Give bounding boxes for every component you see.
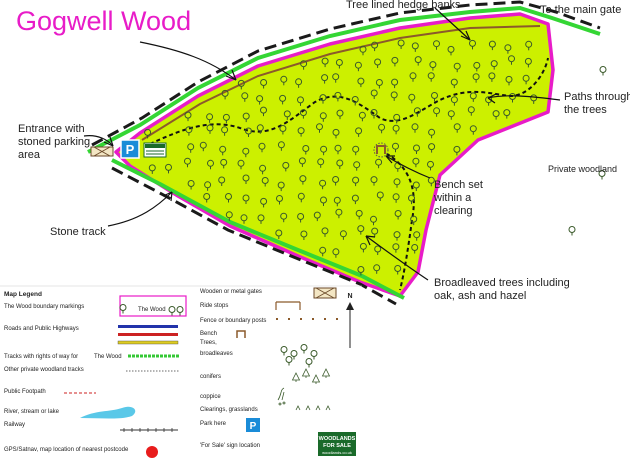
legend-trees: Trees,: [200, 340, 217, 346]
label-bench-1: Bench set: [434, 179, 483, 191]
compass-letter: N: [347, 293, 352, 300]
label-entrance-3: area: [18, 149, 41, 161]
legend-road-blue: [118, 325, 178, 328]
legend-private-tracks: Other private woodland tracks: [4, 367, 84, 373]
entrance-gate-icon: [90, 146, 114, 157]
hedge-bank-north: [87, 0, 601, 154]
legend-footpath: Public Footpath: [4, 389, 46, 395]
legend-boundary-box: [119, 295, 187, 317]
legend-bench-icon: [236, 330, 246, 338]
legend-road-red: [118, 333, 178, 336]
label-bench-3: clearing: [434, 205, 473, 217]
legend-ride-stop-icon: [275, 301, 301, 310]
legend-sale-sign: 'For Sale' sign location: [200, 443, 260, 449]
label-bench-2: within a: [433, 192, 472, 204]
label-main-gate: To the main gate: [540, 4, 621, 16]
for-sale-sign-map: [143, 142, 167, 158]
legend-gates: Wooden or metal gates: [200, 289, 262, 295]
legend-park-here: Park here: [200, 421, 227, 427]
label-hedge-banks: Tree lined hedge banks: [346, 0, 461, 11]
legend-gate-icon: [313, 287, 337, 299]
legend-sale-sign-icon: WOODLANDS FOR SALE woodlands.co.uk: [318, 432, 356, 456]
legend-railway: Railway: [4, 422, 25, 428]
legend-broadleaves: broadleaves: [200, 351, 233, 357]
legend-parking-letter: P: [250, 421, 257, 432]
label-paths-1: Paths through: [564, 91, 630, 103]
brown-track: [141, 25, 541, 141]
label-entrance-1: Entrance with: [18, 123, 85, 135]
map-legend: Map Legend The Wood boundary markings Ro…: [0, 285, 362, 458]
label-stone-track: Stone track: [50, 226, 106, 238]
legend-conifer-trees: [292, 368, 330, 385]
legend-sale-sign-line1: WOODLANDS: [319, 436, 356, 442]
legend-boundary: The Wood boundary markings: [4, 304, 84, 310]
parking-icon: P: [120, 139, 140, 159]
legend-ride-stops: Ride stops: [200, 303, 228, 309]
label-broadleaved-1: Broadleaved trees including: [434, 277, 570, 289]
compass-icon: N: [346, 293, 354, 348]
legend-park-icon: P: [246, 418, 260, 432]
map-title: Gogwell Wood: [16, 6, 191, 36]
label-broadleaved-2: oak, ash and hazel: [434, 290, 526, 302]
legend-tracks-row: Tracks with rights of way for: [4, 354, 78, 360]
wood-area: [114, 12, 555, 298]
legend-road-yellow: [117, 340, 179, 345]
legend-fence-posts: [276, 318, 338, 320]
parking-letter: P: [126, 142, 135, 157]
legend-clearing-icon: [295, 405, 331, 411]
legend-fence: Fence or boundary posts: [200, 318, 266, 324]
label-entrance-2: stoned parking: [18, 136, 90, 148]
legend-river: River, stream or lake: [4, 409, 60, 415]
legend-river-symbol: [80, 406, 136, 419]
label-arrows: [83, 7, 561, 281]
legend-broadleaf-trees: [280, 344, 318, 368]
legend-railway-ties: [123, 428, 173, 432]
legend-sale-sign-line3: woodlands.co.uk: [322, 450, 352, 455]
bench-icon: [376, 145, 386, 154]
legend-gps: GPS/Satnav, map location of nearest post…: [4, 447, 129, 453]
woodland-paths: [149, 57, 549, 291]
legend-gps-marker: [146, 446, 158, 458]
legend-sale-sign-line2: FOR SALE: [323, 443, 351, 449]
legend-bench: Bench: [200, 331, 217, 337]
legend-boundary-box-label: The Wood: [138, 307, 166, 313]
legend-coppice: coppice: [200, 394, 221, 400]
label-private-woodland: Private woodland: [548, 164, 617, 174]
legend-coppice-icon: [277, 387, 286, 406]
legend-clearings: Clearings, grasslands: [200, 407, 258, 413]
legend-roads: Roads and Public Highways: [4, 326, 79, 332]
legend-tracks-inline: The Wood: [94, 354, 122, 360]
legend-title: Map Legend: [4, 291, 42, 298]
legend-conifers: conifers: [200, 374, 221, 380]
hedge-bank-south: [111, 158, 405, 306]
label-paths-2: the trees: [564, 104, 607, 116]
